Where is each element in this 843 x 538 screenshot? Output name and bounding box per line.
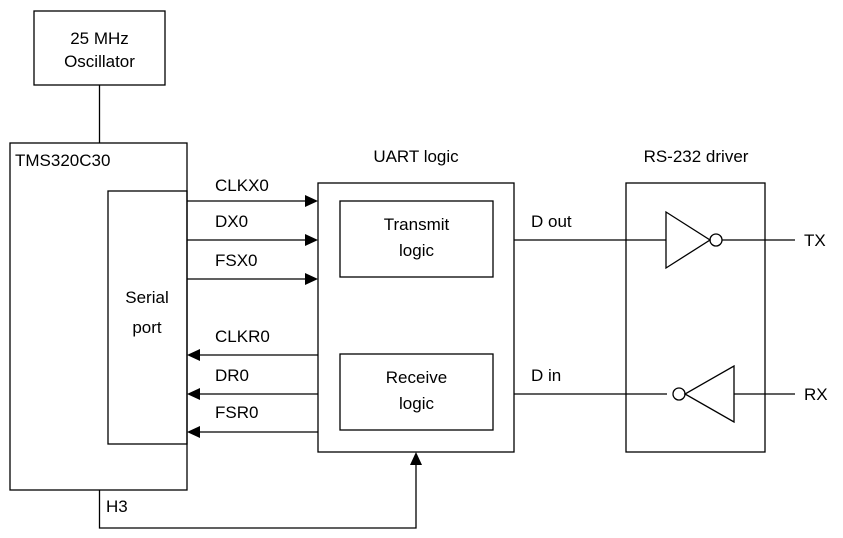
arrowhead-fsx0: [305, 273, 318, 285]
uart-block: UART logic Transmit logic Receive logic: [317, 147, 515, 453]
signal-label-clkx0: CLKX0: [215, 176, 269, 195]
signal-dx0: DX0: [187, 212, 318, 246]
serial-port-label-line2: port: [132, 318, 162, 337]
arrowhead-clkr0: [187, 349, 200, 361]
dsp-box: [9, 142, 188, 491]
dsp-label: TMS320C30: [15, 151, 110, 170]
signal-clkx0: CLKX0: [187, 176, 318, 207]
transmit-logic-box: [339, 200, 494, 278]
d-out-label: D out: [531, 212, 572, 231]
signal-fsr0: FSR0: [187, 403, 318, 438]
tx-label: TX: [804, 231, 826, 250]
tx-inverter: [665, 210, 723, 270]
rs232-box: [625, 182, 766, 453]
tx-inverter-bubble: [709, 233, 723, 247]
dsp-block: TMS320C30 Serial port: [9, 142, 188, 491]
serial-port-box: [107, 190, 188, 445]
rx-inverter-triangle: [683, 364, 735, 424]
receive-logic-label-line1: Receive: [386, 368, 447, 387]
signal-label-fsx0: FSX0: [215, 251, 258, 270]
rx-inverter: [672, 364, 735, 424]
oscillator-label-line2: Oscillator: [64, 52, 135, 71]
signal-dr0: DR0: [187, 366, 318, 400]
rx-inverter-bubble: [672, 387, 686, 401]
oscillator-block: 25 MHz Oscillator: [33, 10, 166, 86]
uart-label: UART logic: [373, 147, 459, 166]
arrowhead-clkx0: [305, 195, 318, 207]
h3-clock-wire: H3: [98, 452, 422, 529]
receive-logic-label-line2: logic: [399, 394, 434, 413]
arrowhead-dx0: [305, 234, 318, 246]
transmit-logic-label-line2: logic: [399, 241, 434, 260]
signal-label-clkr0: CLKR0: [215, 327, 270, 346]
arrowhead-h3: [410, 452, 422, 465]
serial-port-label-line1: Serial: [125, 288, 168, 307]
arrowhead-dr0: [187, 388, 200, 400]
signal-label-dx0: DX0: [215, 212, 248, 231]
oscillator-box: [33, 10, 166, 86]
receive-logic-box: [339, 353, 494, 431]
rx-label: RX: [804, 385, 828, 404]
rs232-label: RS-232 driver: [644, 147, 749, 166]
d-in-label: D in: [531, 366, 561, 385]
signal-label-fsr0: FSR0: [215, 403, 258, 422]
signal-fsx0: FSX0: [187, 251, 318, 285]
h3-wire: [98, 463, 417, 529]
tx-inverter-triangle: [665, 210, 712, 270]
arrowhead-fsr0: [187, 426, 200, 438]
h3-label: H3: [106, 497, 128, 516]
oscillator-label-line1: 25 MHz: [70, 29, 129, 48]
transmit-logic-label-line1: Transmit: [384, 215, 450, 234]
rs232-block: RS-232 driver: [625, 147, 766, 453]
signal-clkr0: CLKR0: [187, 327, 318, 361]
signal-label-dr0: DR0: [215, 366, 249, 385]
